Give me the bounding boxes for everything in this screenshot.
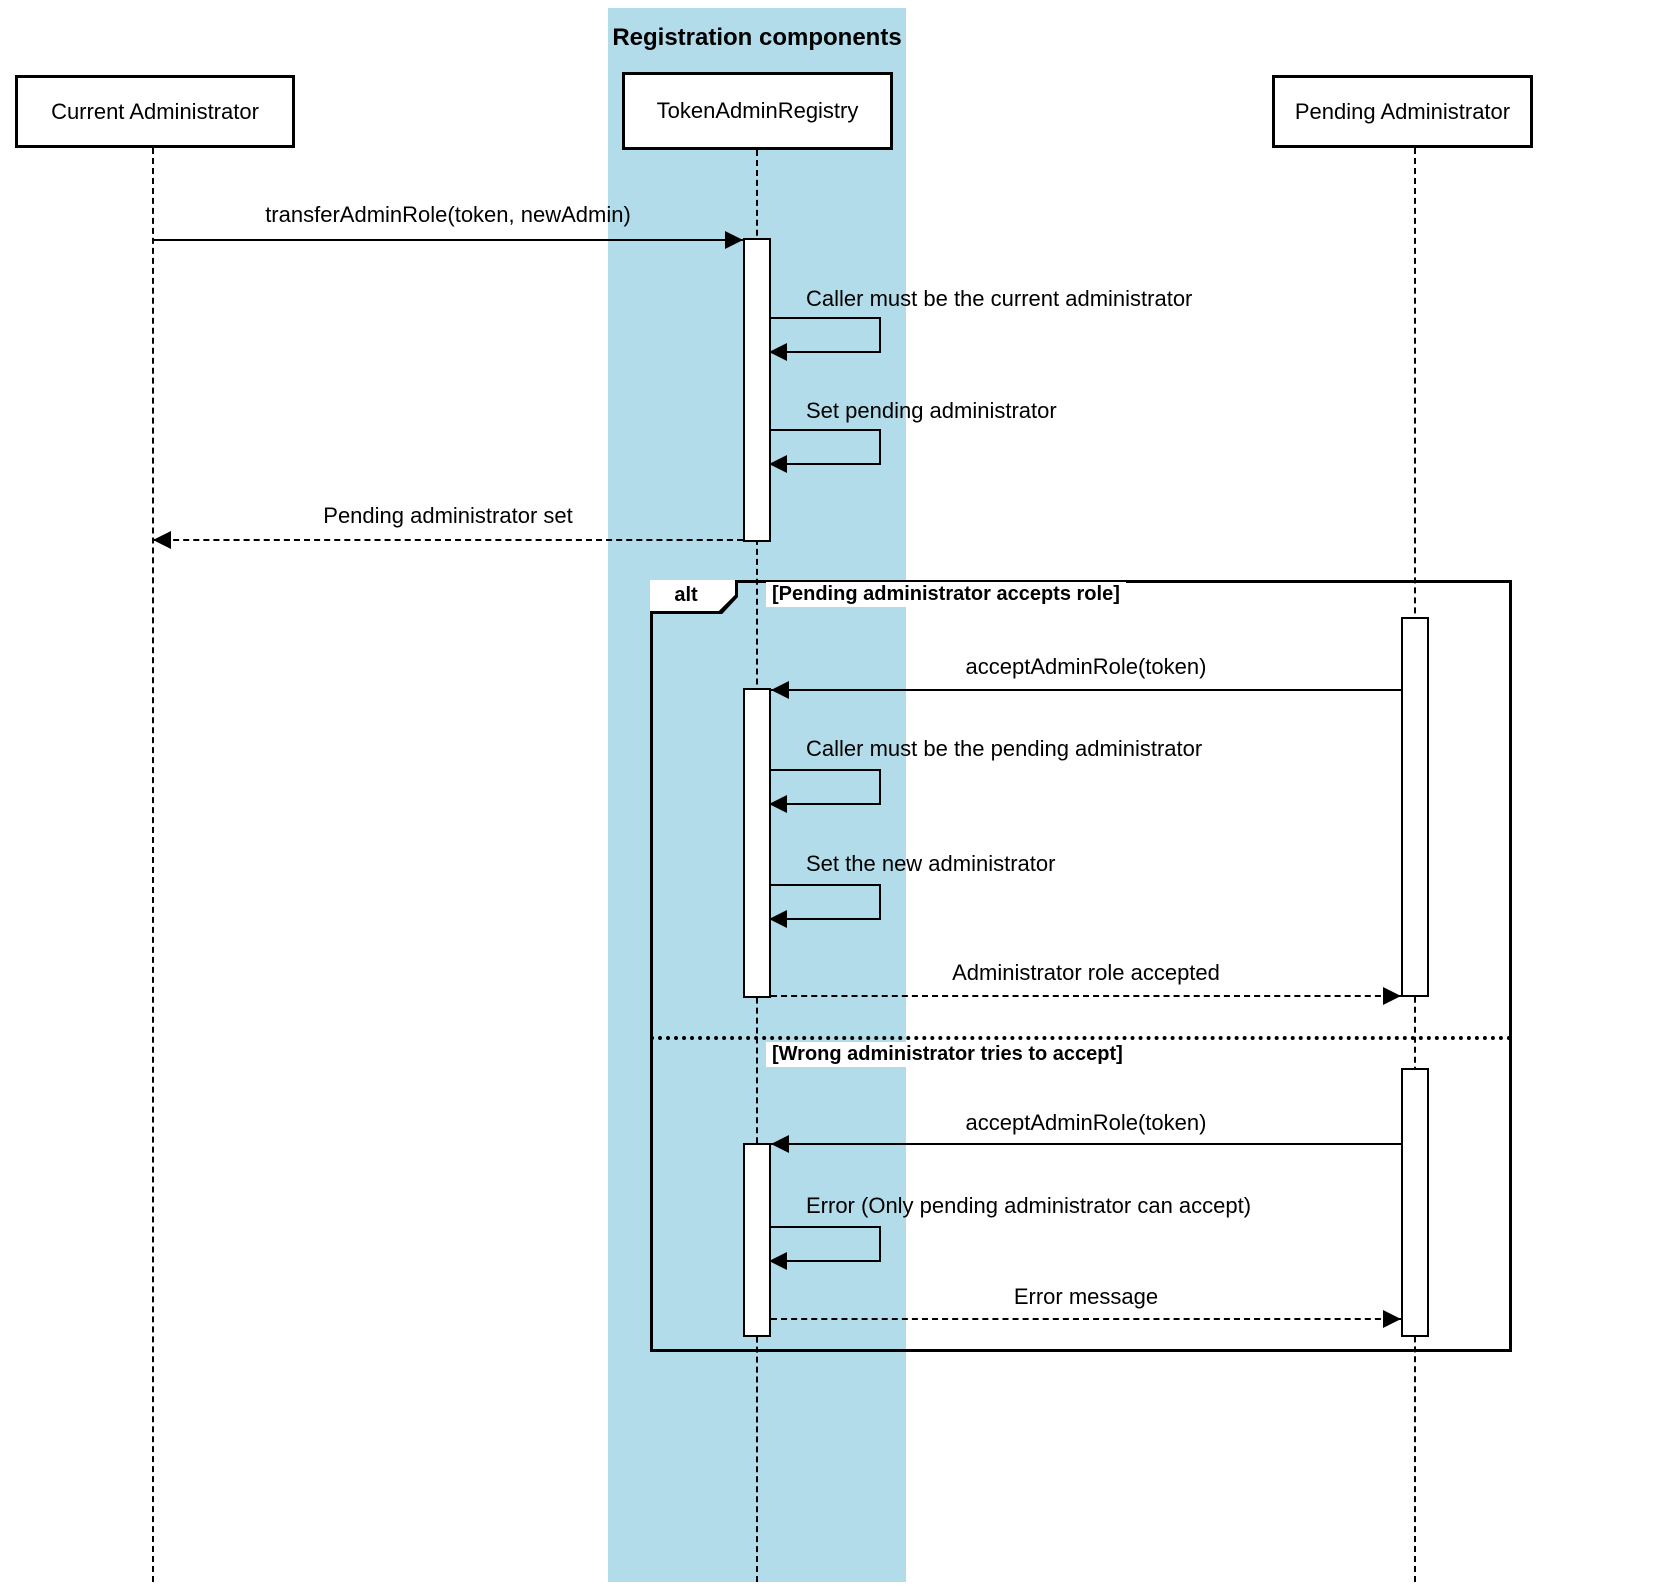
arrowhead-left-icon xyxy=(769,1252,787,1270)
alt-operator-label: alt xyxy=(674,584,698,606)
activation-bar-registry-1 xyxy=(743,238,771,542)
message-line-admin-role-accepted xyxy=(771,995,1401,997)
arrowhead-left-icon xyxy=(771,1135,789,1153)
message-label-error-only-pending: Error (Only pending administrator can ac… xyxy=(806,1193,1252,1218)
arrowhead-left-icon xyxy=(771,681,789,699)
arrowhead-right-icon xyxy=(1383,1310,1401,1328)
participant-pending-administrator: Pending Administrator xyxy=(1272,75,1533,148)
participant-label: Current Administrator xyxy=(51,98,259,124)
arrowhead-left-icon xyxy=(769,910,787,928)
message-line-error-message xyxy=(771,1318,1401,1320)
message-label-caller-must-be-pending: Caller must be the pending administrator xyxy=(806,736,1203,761)
self-message-loop xyxy=(769,884,881,928)
message-label-pending-admin-set: Pending administrator set xyxy=(323,503,573,528)
message-line-transfer-admin-role xyxy=(153,239,743,241)
message-label-admin-role-accepted: Administrator role accepted xyxy=(952,960,1220,985)
alt-guard-accept: [Pending administrator accepts role] xyxy=(766,582,1126,607)
arrowhead-left-icon xyxy=(769,343,787,361)
arrowhead-left-icon xyxy=(153,531,171,549)
message-line-accept-admin-role-2 xyxy=(771,1143,1401,1145)
message-label-accept-admin-role-1: acceptAdminRole(token) xyxy=(965,654,1207,679)
arrowhead-left-icon xyxy=(769,455,787,473)
message-label-error-message: Error message xyxy=(1013,1284,1159,1309)
message-line-pending-admin-set xyxy=(153,539,743,541)
participant-current-administrator: Current Administrator xyxy=(15,75,295,148)
alt-tag-shape-inner xyxy=(650,580,735,611)
message-line-accept-admin-role-1 xyxy=(771,689,1401,691)
alt-operator-tag: alt xyxy=(650,580,738,614)
arrowhead-right-icon xyxy=(725,231,743,249)
self-message-loop xyxy=(769,317,881,361)
activation-bar-registry-2 xyxy=(743,688,771,998)
arrowhead-right-icon xyxy=(1383,987,1401,1005)
participant-label: Pending Administrator xyxy=(1294,98,1511,124)
self-message-loop xyxy=(769,1226,881,1270)
message-label-transfer-admin-role: transferAdminRole(token, newAdmin) xyxy=(265,202,631,227)
alt-fragment-frame xyxy=(650,580,1512,1352)
self-message-loop xyxy=(769,769,881,813)
alt-guard-wrong: [Wrong administrator tries to accept] xyxy=(766,1042,1129,1067)
participant-token-admin-registry: TokenAdminRegistry xyxy=(622,72,893,150)
activation-bar-pending-2 xyxy=(1401,1068,1429,1337)
arrowhead-left-icon xyxy=(769,795,787,813)
participant-label: TokenAdminRegistry xyxy=(656,98,859,123)
message-label-set-new-admin: Set the new administrator xyxy=(806,851,1056,876)
message-label-accept-admin-role-2: acceptAdminRole(token) xyxy=(965,1110,1207,1135)
alt-fragment-divider xyxy=(650,1036,1512,1040)
message-label-set-pending-admin: Set pending administrator xyxy=(806,398,1057,423)
message-label-caller-must-be-current: Caller must be the current administrator xyxy=(806,286,1193,311)
self-message-loop xyxy=(769,429,881,473)
activation-bar-pending-1 xyxy=(1401,617,1429,997)
lifeline-current-administrator xyxy=(152,148,154,1582)
activation-bar-registry-3 xyxy=(743,1143,771,1337)
frame-title: Registration components xyxy=(612,24,902,51)
